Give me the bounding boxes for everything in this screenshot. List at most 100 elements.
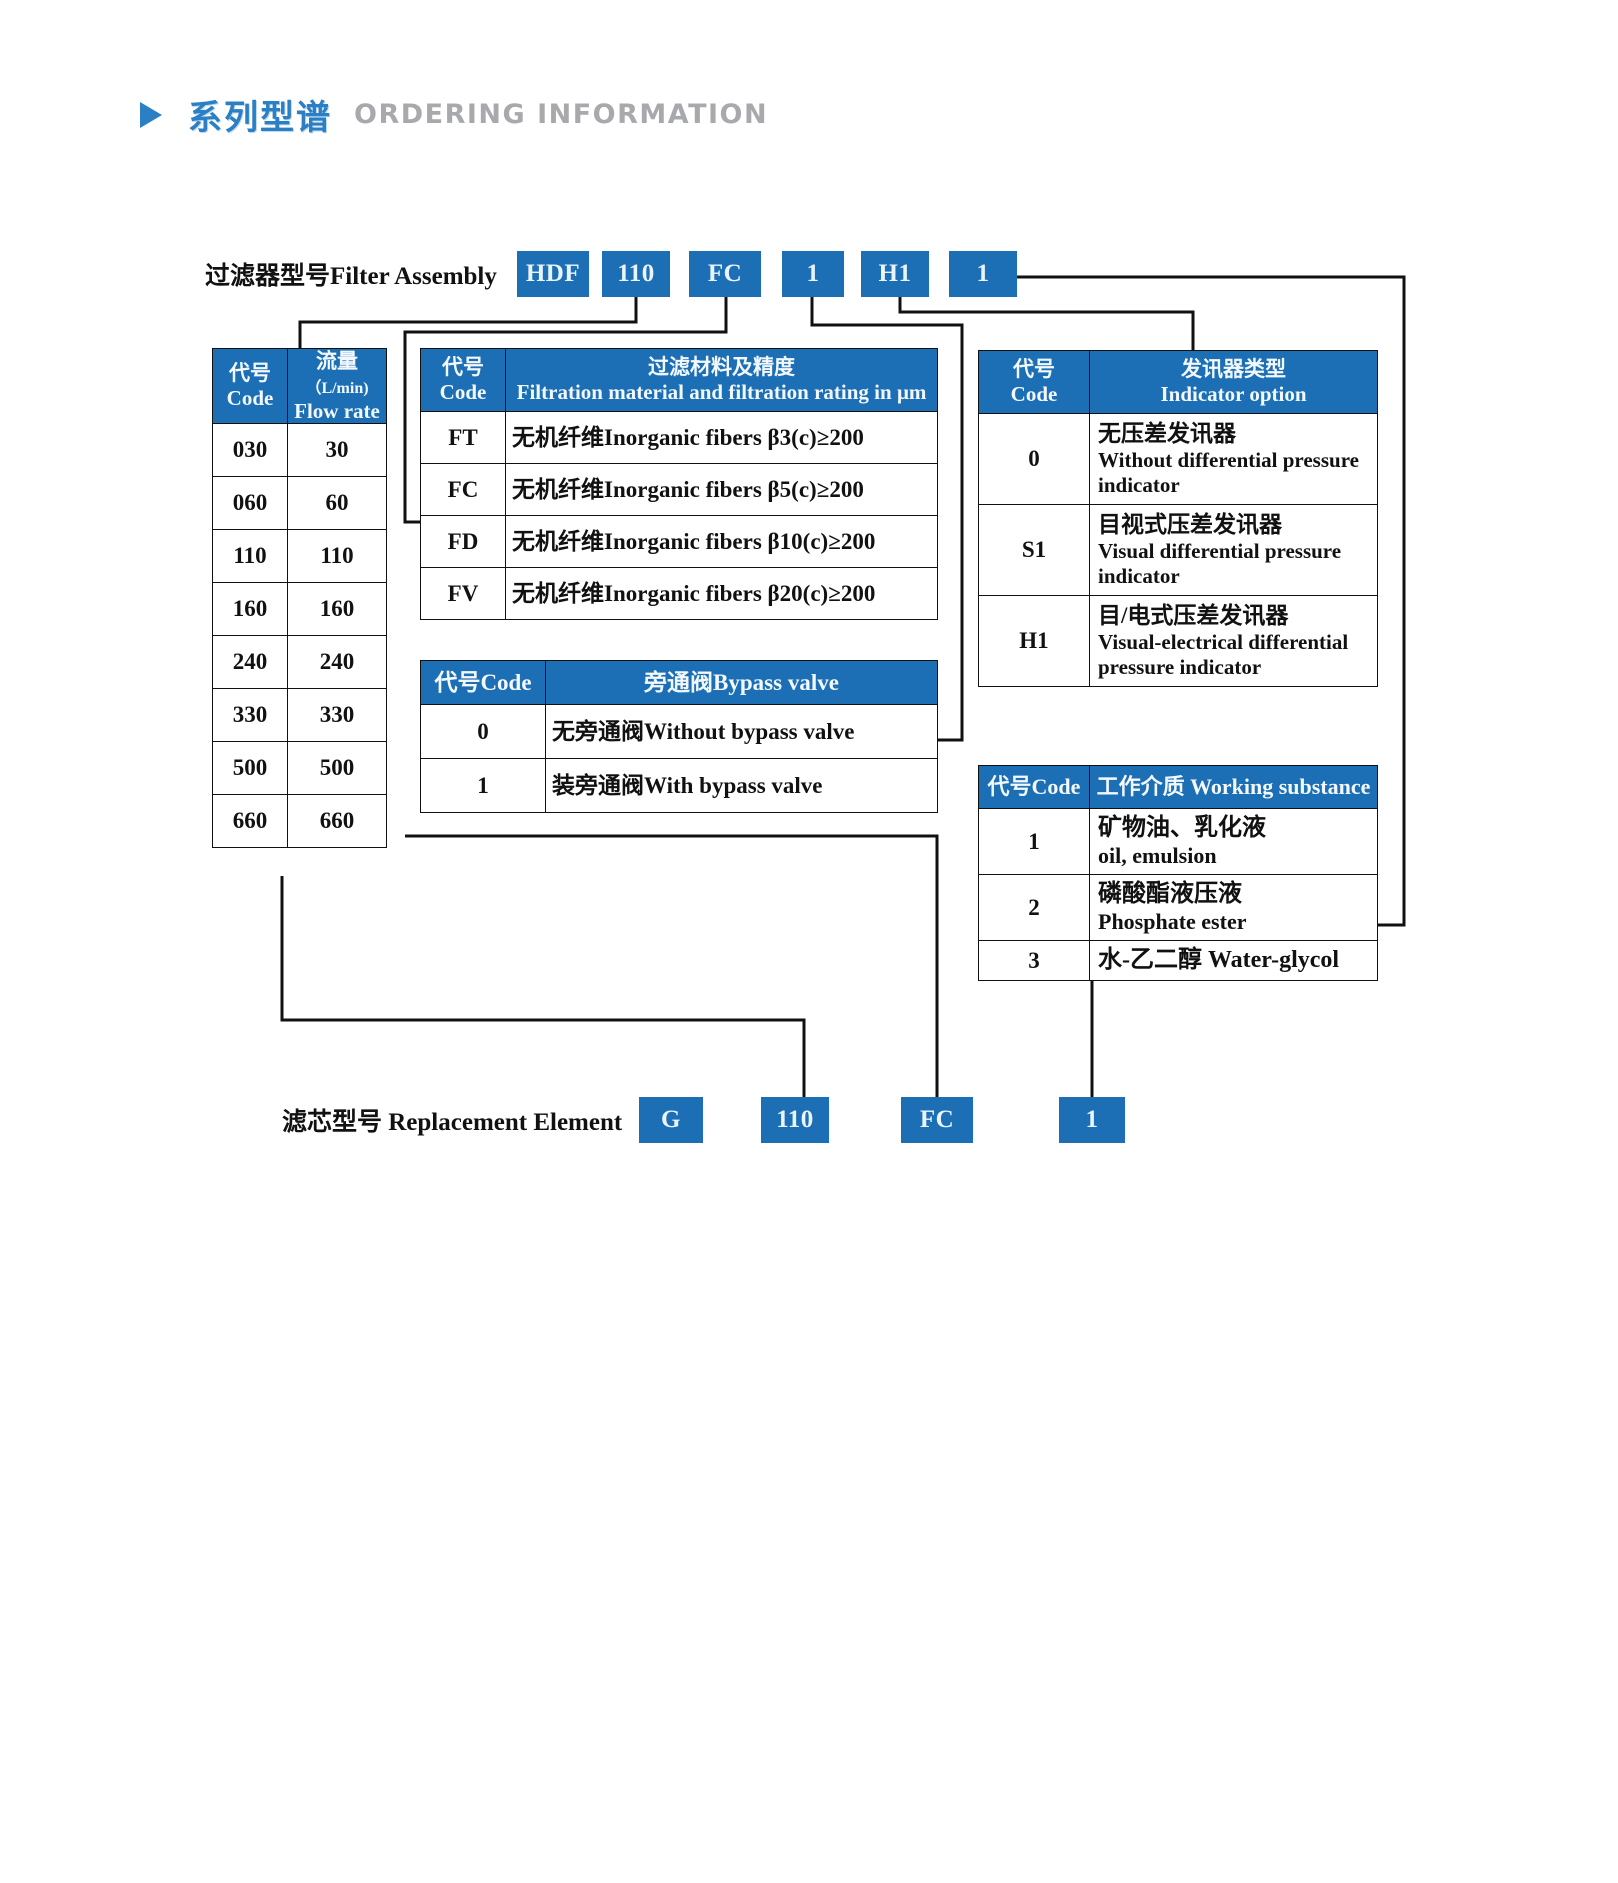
indicator-row-desc-cn: 目视式压差发讯器 (1098, 511, 1282, 537)
flow-table-header-code: 代号 Code (212, 347, 288, 425)
line-110-to-flow-table (298, 295, 638, 348)
filter-assembly-code-bypass[interactable]: 1 (783, 252, 843, 296)
line-filtration-to-element-fc (405, 834, 939, 1098)
indicator-row-desc-cn: 目/电式压差发讯器 (1098, 602, 1289, 628)
flow-row-rate: 330 (287, 688, 387, 743)
flow-row-code: 110 (212, 529, 288, 584)
filt-header-desc-en: Filtration material and filtration ratin… (516, 380, 927, 404)
indicator-row-code: H1 (978, 594, 1090, 687)
ind-header-desc-cn: 发讯器类型 (1181, 357, 1286, 382)
filter-assembly-code-hdf[interactable]: HDF (518, 252, 588, 296)
filtration-row-desc: 无机纤维Inorganic fibers β20(c)≥200 (505, 567, 938, 620)
replacement-element-code-g[interactable]: G (640, 1098, 702, 1142)
flow-row-code: 160 (212, 582, 288, 637)
ind-header-code-cn: 代号 (1013, 357, 1055, 382)
filtration-row-code: FC (420, 463, 506, 516)
ws-row-code: 1 (978, 807, 1090, 876)
indicator-row-desc-en: Without differential pressure indicator (1098, 447, 1359, 497)
ind-header-desc-en: Indicator option (1160, 382, 1307, 406)
ws-row-code: 2 (978, 874, 1090, 942)
ws-table-header-code: 代号Code (978, 765, 1090, 809)
flow-table-header-rate: 流量 （L/min) Flow rate (287, 347, 387, 425)
ind-header-code-en: Code (1010, 382, 1058, 406)
ws-row-code: 3 (978, 940, 1090, 982)
ind-table-header-desc: 发讯器类型 Indicator option (1089, 350, 1378, 414)
filtration-row-desc: 无机纤维Inorganic fibers β10(c)≥200 (505, 515, 938, 568)
flow-row-code: 660 (212, 794, 288, 849)
filt-table-header-code: 代号 Code (420, 348, 506, 412)
filter-assembly-code-indicator[interactable]: H1 (862, 252, 928, 296)
filt-header-code-cn: 代号 (442, 355, 484, 380)
flow-row-code: 060 (212, 476, 288, 531)
flow-row-rate: 110 (287, 529, 387, 584)
flow-row-rate: 60 (287, 476, 387, 531)
play-triangle-icon (140, 101, 162, 128)
ind-table-header-code: 代号 Code (978, 350, 1090, 414)
filtration-row-desc: 无机纤维Inorganic fibers β3(c)≥200 (505, 411, 938, 464)
replacement-element-code-substance[interactable]: 1 (1060, 1098, 1124, 1142)
filter-assembly-code-size[interactable]: 110 (603, 252, 669, 296)
filtration-row-desc: 无机纤维Inorganic fibers β5(c)≥200 (505, 463, 938, 516)
bypass-row-desc: 装旁通阀With bypass valve (545, 758, 938, 813)
bypass-row-desc: 无旁通阀Without bypass valve (545, 704, 938, 759)
replacement-element-code-media[interactable]: FC (902, 1098, 972, 1142)
flow-row-code: 240 (212, 635, 288, 690)
bypass-table-header-code: 代号Code (420, 660, 546, 705)
filt-header-code-en: Code (439, 380, 487, 404)
indicator-row-code: S1 (978, 503, 1090, 596)
flow-header-code-en: Code (226, 386, 274, 411)
flow-row-code: 030 (212, 423, 288, 478)
replacement-element-code-size[interactable]: 110 (762, 1098, 828, 1142)
ws-table-header-desc: 工作介质 Working substance (1089, 765, 1378, 809)
ws-row-desc: 水-乙二醇 Water-glycol (1089, 940, 1378, 982)
filter-assembly-code-substance[interactable]: 1 (950, 252, 1016, 296)
bypass-row-code: 1 (420, 758, 546, 813)
page-title-cn: 系列型谱 (188, 98, 332, 138)
ws-row-desc-en: Phosphate ester (1098, 908, 1247, 934)
line-h1-to-indicator-table (898, 295, 1195, 350)
filt-table-header-desc: 过滤材料及精度 Filtration material and filtrati… (505, 348, 938, 412)
flow-header-rate-cn: 流量 (316, 349, 358, 373)
page-title-en: ORDERING INFORMATION (354, 99, 769, 130)
filtration-row-code: FD (420, 515, 506, 568)
filter-assembly-code-media[interactable]: FC (690, 252, 760, 296)
replacement-element-label: 滤芯型号 Replacement Element (282, 1109, 623, 1136)
flow-row-code: 330 (212, 688, 288, 743)
page-header: 系列型谱 ORDERING INFORMATION (140, 90, 768, 139)
ws-row-desc-en: oil, emulsion (1098, 842, 1217, 868)
filtration-row-code: FT (420, 411, 506, 464)
indicator-row-code: 0 (978, 413, 1090, 505)
filtration-row-code: FV (420, 567, 506, 620)
line-flow-table-to-element-110 (280, 876, 806, 1098)
flow-header-rate-unit: （L/min) (305, 379, 369, 397)
filtration-material-table: 代号 Code 过滤材料及精度 Filtration material and … (420, 348, 938, 620)
flow-header-rate-en: Flow rate (294, 398, 380, 423)
ws-row-desc-cn: 磷酸酯液压液 (1098, 881, 1242, 908)
flow-row-rate: 240 (287, 635, 387, 690)
ws-row-desc: 磷酸酯液压液 Phosphate ester (1089, 874, 1378, 942)
flow-row-code: 500 (212, 741, 288, 796)
